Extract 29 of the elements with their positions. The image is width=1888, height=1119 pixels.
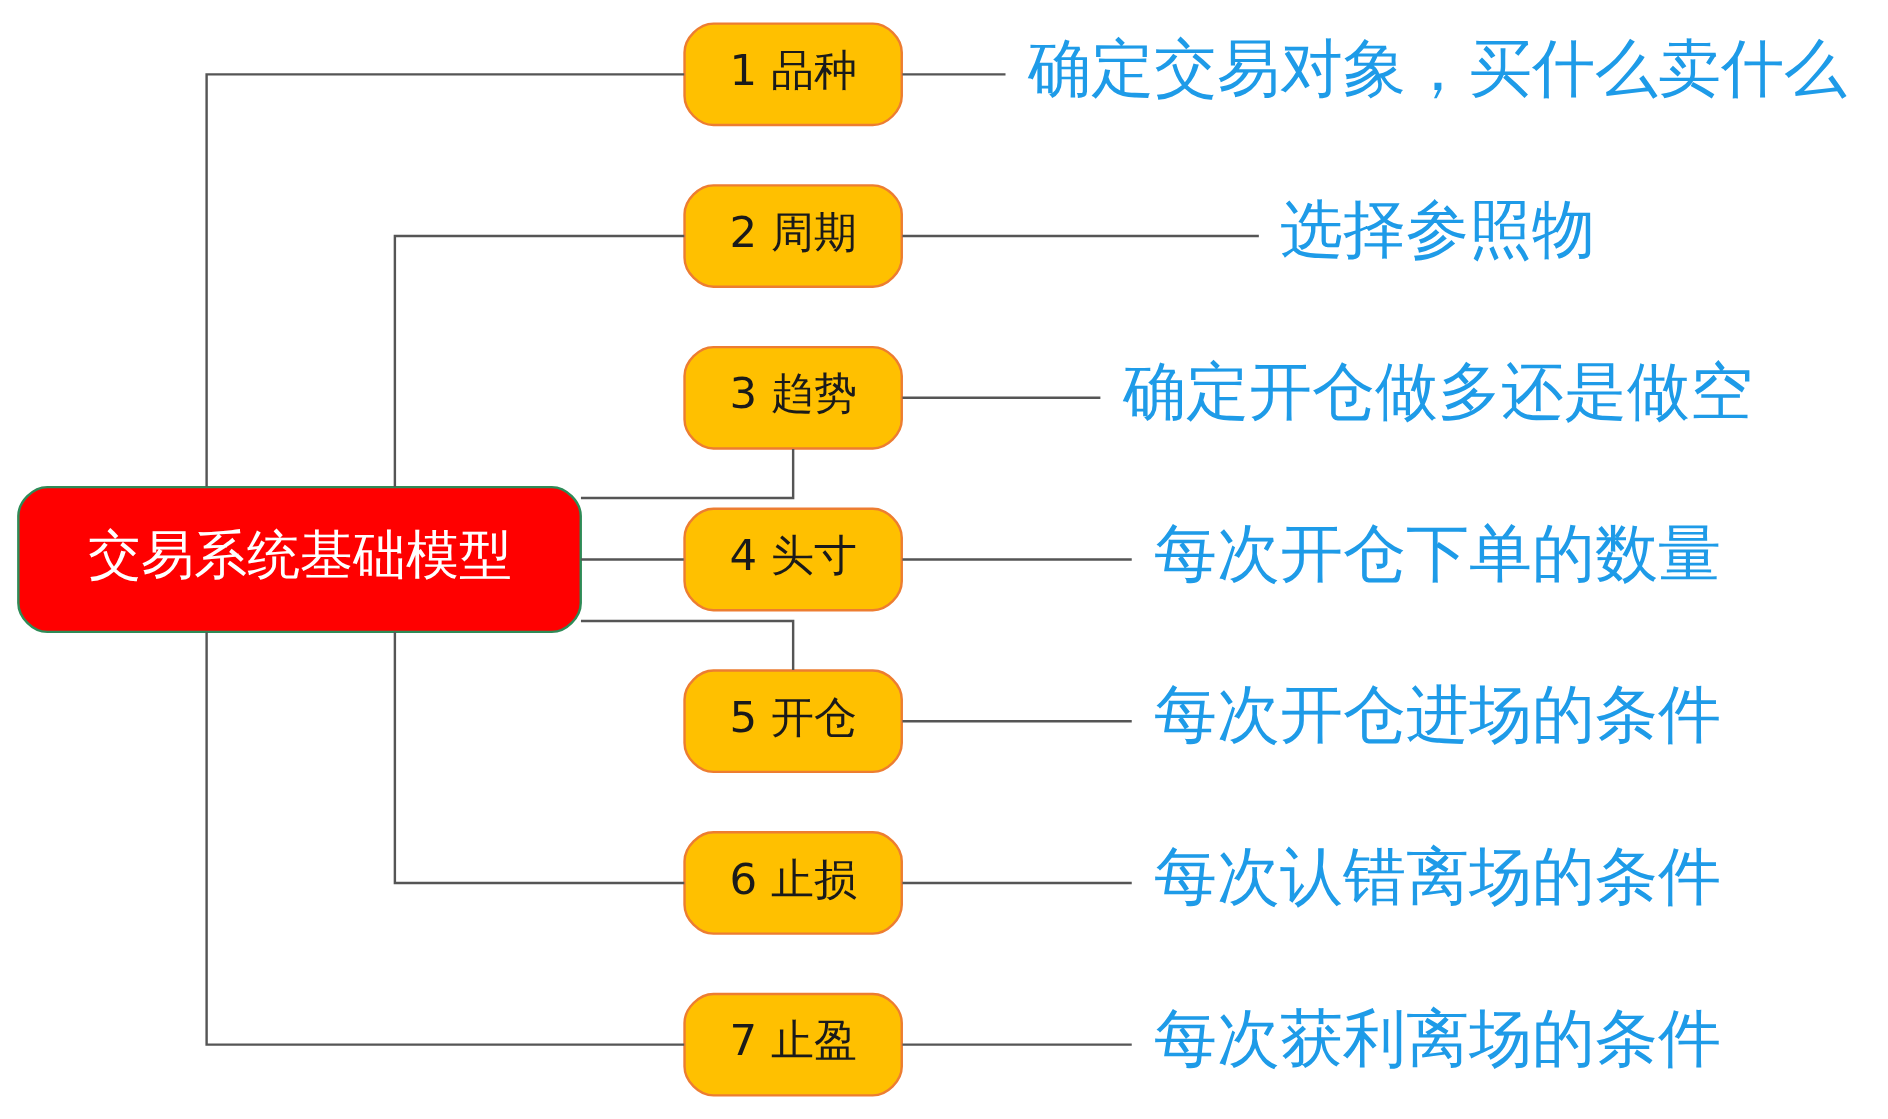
node-text: 每次开仓进场的条件 (1154, 678, 1722, 752)
connector (580, 449, 795, 500)
node-text: 确定开仓做多还是做空 (1122, 354, 1753, 428)
connector (902, 396, 1101, 399)
node-text: 每次开仓下单的数量 (1154, 516, 1722, 590)
connector (205, 73, 685, 487)
node-text: 每次获利离场的条件 (1154, 1001, 1722, 1075)
node-box: 1 品种 (683, 22, 903, 127)
connector (902, 881, 1132, 885)
connector (902, 1043, 1132, 1046)
connector (393, 632, 685, 885)
node-text: 选择参照物 (1280, 193, 1596, 267)
node-text: 确定交易对象，买什么卖什么 (1028, 31, 1848, 105)
connector (205, 632, 685, 1046)
node-box: 5 开仓 (683, 669, 903, 774)
connector (580, 558, 684, 561)
connector (902, 234, 1259, 238)
connector (902, 720, 1132, 723)
node-box: 7 止盈 (683, 992, 903, 1097)
connector (580, 619, 795, 670)
connector (902, 73, 1006, 76)
node-box: 6 止损 (683, 831, 903, 935)
node-box: 3 趋势 (683, 345, 903, 450)
node-text: 每次认错离场的条件 (1154, 840, 1722, 914)
node-box: 4 头寸 (683, 507, 903, 612)
node-box: 交易系统基础模型 (17, 485, 582, 634)
node-box: 2 周期 (683, 184, 903, 288)
connector (902, 558, 1132, 561)
connector (393, 234, 685, 487)
